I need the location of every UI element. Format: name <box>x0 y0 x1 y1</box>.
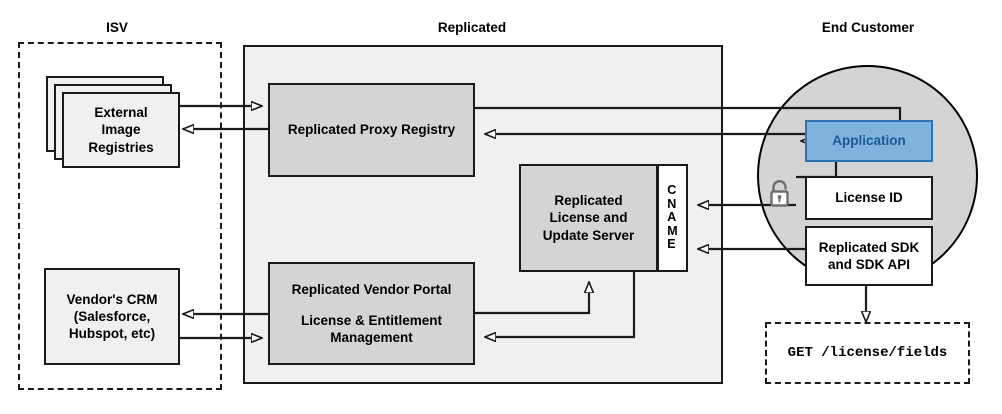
node-replicated-proxy-registry[interactable]: Replicated Proxy Registry <box>268 83 475 177</box>
node-label-replicated-license-update-server: Replicated License and Update Server <box>542 193 635 243</box>
cname-letter-n: N <box>667 196 677 211</box>
node-label-external-image-registries: External Image Registries <box>88 105 154 155</box>
node-external-image-registries[interactable]: External Image Registries <box>62 92 180 168</box>
node-label-vendors-crm: Vendor's CRM (Salesforce, Hubspot, etc) <box>66 291 158 342</box>
node-license-id[interactable]: License ID <box>805 176 933 220</box>
unlock-icon <box>770 180 789 207</box>
node-vendors-crm[interactable]: Vendor's CRM (Salesforce, Hubspot, etc) <box>44 268 180 365</box>
cname-letter-c: C <box>667 183 677 198</box>
cname-letter-m: M <box>667 223 678 238</box>
cname-letter-a: A <box>667 210 677 225</box>
zone-label-isv: ISV <box>106 20 128 35</box>
zone-label-end-customer: End Customer <box>821 20 915 35</box>
node-label-replicated-proxy-registry: Replicated Proxy Registry <box>287 122 456 138</box>
node-replicated-vendor-portal[interactable]: Replicated Vendor Portal License & Entit… <box>268 262 475 365</box>
node-replicated-sdk[interactable]: Replicated SDK and SDK API <box>805 226 933 286</box>
node-api-request[interactable]: GET /license/fields <box>765 322 970 384</box>
edge-licenseserver-to-vendorportal <box>485 272 636 337</box>
node-cname-strip[interactable]: C N A M E <box>657 164 688 272</box>
node-label-api-request: GET /license/fields <box>787 345 948 361</box>
node-label-vendor-portal-subtitle: License & Entitlement Management <box>300 312 443 346</box>
node-label-replicated-sdk: Replicated SDK and SDK API <box>818 239 920 272</box>
node-replicated-license-update-server[interactable]: Replicated License and Update Server <box>519 164 658 272</box>
isv-zone-boundary <box>18 42 222 390</box>
node-label-application: Application <box>832 133 906 149</box>
edge-vendorportal-to-licenseserver <box>475 282 589 315</box>
zone-label-replicated: Replicated <box>437 20 507 35</box>
cname-letter-e: E <box>667 237 676 252</box>
node-label-license-id: License ID <box>835 190 903 206</box>
node-application[interactable]: Application <box>805 120 933 162</box>
node-label-vendor-portal-title: Replicated Vendor Portal <box>291 281 452 297</box>
